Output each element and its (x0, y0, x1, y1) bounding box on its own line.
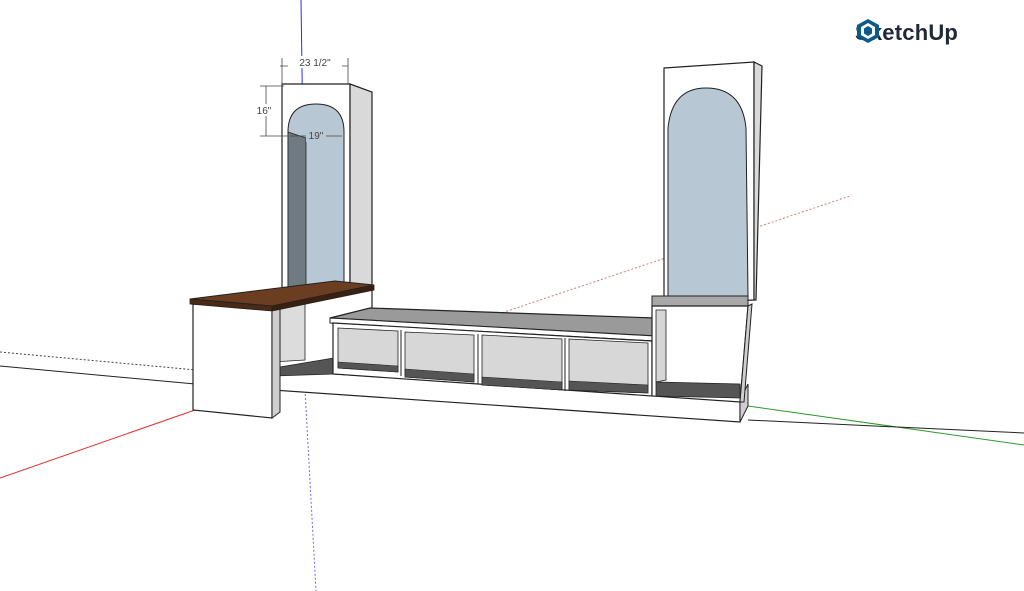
axis-black (0, 365, 196, 385)
axis-green (747, 405, 1024, 446)
dimension-top-width: 23 1/2" (299, 58, 331, 69)
axis-blue-dotted (304, 389, 317, 591)
left-tower[interactable] (281, 83, 373, 291)
axis-red (0, 409, 196, 479)
dimension-arch-height: 16" (257, 106, 272, 117)
right-base-cabinet[interactable] (651, 295, 753, 403)
right-tower[interactable] (663, 61, 763, 305)
sketchup-logo-icon (857, 19, 879, 43)
dimension-arch-width: 19" (309, 131, 324, 142)
wood-countertop[interactable] (189, 280, 375, 312)
bench[interactable] (329, 307, 656, 397)
axis-black-right (747, 419, 1024, 434)
right-mirror (667, 87, 749, 297)
axis-green-dotted (0, 351, 306, 381)
dimensions: 23 1/2" 16" 19" (254, 56, 349, 142)
sketchup-brand: SketchUp (855, 18, 958, 48)
desk-panel[interactable] (192, 300, 281, 419)
